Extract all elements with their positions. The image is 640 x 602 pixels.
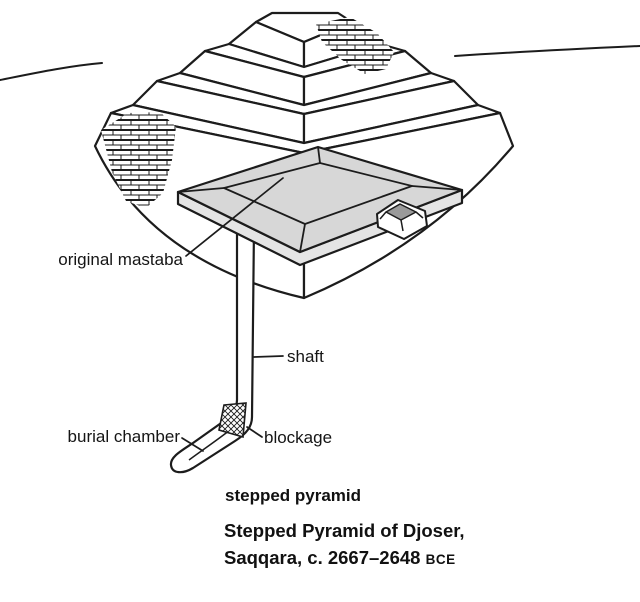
brick-patch-left-icon bbox=[101, 112, 176, 208]
leader-original-mastaba bbox=[185, 177, 284, 257]
leader-burial-chamber bbox=[181, 437, 204, 452]
caption-era-text: BCE bbox=[425, 552, 456, 567]
leader-blockage bbox=[246, 426, 263, 438]
horizon-left bbox=[0, 62, 103, 81]
brickwork bbox=[101, 17, 394, 208]
entrance-edges bbox=[379, 211, 424, 232]
label-blockage: blockage bbox=[264, 428, 333, 447]
horizon-line bbox=[0, 45, 640, 81]
mastaba-corner-edges bbox=[177, 146, 463, 253]
horizon-right bbox=[454, 45, 640, 57]
label-burial-chamber: burial chamber bbox=[67, 427, 180, 446]
brick-patch-upper-icon bbox=[316, 17, 394, 74]
caption-line2: Saqqara, c. 2667–2648 BCE bbox=[224, 547, 456, 569]
caption-title: stepped pyramid bbox=[225, 486, 362, 505]
label-shaft: shaft bbox=[287, 347, 324, 366]
shaft-and-chamber bbox=[169, 224, 256, 474]
caption-line1: Stepped Pyramid of Djoser, bbox=[224, 520, 465, 541]
mastaba-slab bbox=[176, 145, 464, 267]
entrance-structure bbox=[376, 199, 428, 240]
blockage-block bbox=[218, 402, 247, 439]
leader-shaft bbox=[253, 355, 284, 358]
leader-lines bbox=[181, 177, 284, 452]
label-original-mastaba: original mastaba bbox=[58, 250, 183, 269]
caption-line2-text: Saqqara, c. 2667–2648 bbox=[224, 547, 426, 568]
